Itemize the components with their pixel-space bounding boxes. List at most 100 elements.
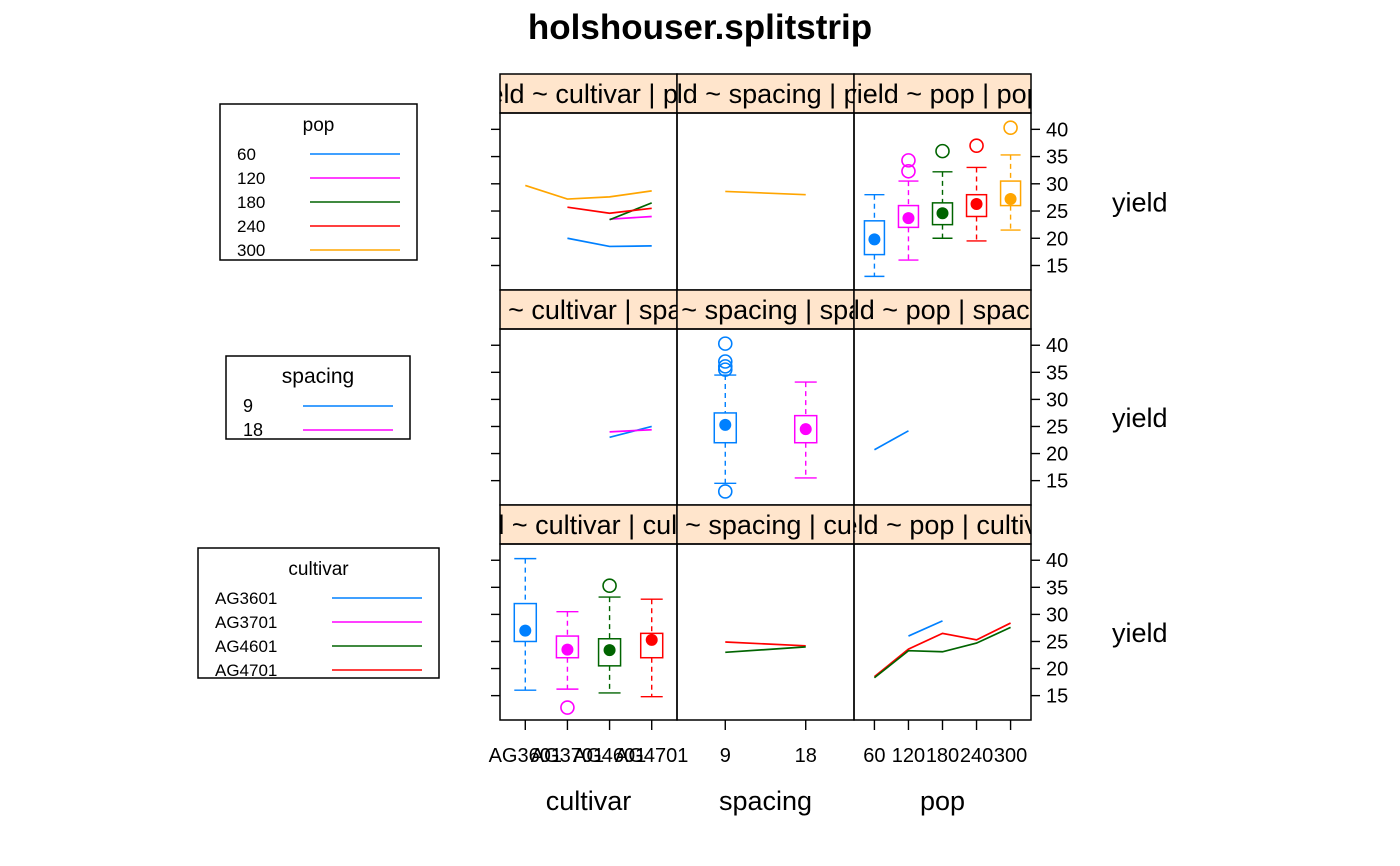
legend-entry-label: AG3701: [215, 613, 277, 632]
legend-entry-label: 60: [237, 145, 256, 164]
x-tick-label: 120: [892, 745, 925, 767]
legend-entry-label: AG4701: [215, 661, 277, 680]
outlier-point: [969, 138, 984, 153]
strip-background: [499, 504, 678, 545]
y-tick-label: 30: [1046, 174, 1068, 196]
legend-entry-label: 300: [237, 241, 265, 260]
panel-frame: [853, 328, 1032, 506]
y-tick-label: 35: [1046, 577, 1068, 599]
series-line-AG3601: [908, 620, 943, 637]
series-line-240: [567, 206, 652, 215]
box-body: [713, 412, 738, 444]
panel-cultivar-pop: yield ~ pop | cultivar: [823, 504, 1062, 721]
box-9: [713, 336, 738, 499]
y-tick-label: 15: [1046, 471, 1068, 493]
series-line-120: [609, 215, 652, 221]
strip-label: yield ~ pop | spacing: [819, 295, 1065, 325]
median-dot: [1004, 193, 1017, 206]
outlier-point: [560, 700, 575, 715]
panel-pop-cultivar: yield ~ cultivar | pop: [499, 73, 678, 291]
chart-title: holshouser.splitstrip: [527, 8, 873, 47]
x-tick-label: AG3601: [489, 745, 562, 767]
strip-background: [676, 73, 855, 114]
outlier-point: [717, 336, 733, 351]
series-line-300: [525, 184, 652, 200]
panel-marks: [513, 557, 664, 715]
y-tick-label: 20: [1046, 444, 1068, 466]
y-tick-label: 40: [1046, 119, 1068, 141]
legend-entry-label: AG4601: [215, 637, 277, 656]
legend-title: pop: [303, 115, 335, 136]
y-tick-label: 40: [1046, 550, 1068, 572]
legend-entry-label: AG3601: [215, 589, 277, 608]
panel-cultivar-cultivar: yield ~ cultivar | cultivar: [449, 504, 728, 721]
box-AG3701: [555, 610, 580, 715]
median-dot: [868, 233, 881, 246]
x-axis-label: cultivar: [546, 786, 632, 816]
panel-marks: [725, 641, 806, 654]
x-tick-label: 9: [720, 745, 731, 767]
x-tick-label: 240: [960, 745, 993, 767]
outlier-point: [602, 578, 617, 593]
y-tick-label: 20: [1046, 659, 1068, 681]
panel-marks: [725, 190, 806, 196]
series-line-300: [725, 190, 806, 196]
y-tick-label: 40: [1046, 335, 1068, 357]
legend-title: spacing: [282, 365, 354, 388]
series-line-AG4601: [873, 626, 1011, 679]
strip-label: yield ~ cultivar | cultivar: [449, 510, 728, 540]
legend-entry-label: 18: [243, 420, 263, 440]
x-tick-label: 300: [994, 745, 1027, 767]
median-dot: [936, 207, 949, 220]
strip-label: yield ~ spacing | cultivar: [622, 510, 909, 540]
outlier-point: [717, 359, 733, 374]
outlier-point: [717, 484, 733, 499]
outlier-point: [901, 153, 916, 168]
box-180: [931, 143, 954, 239]
outlier-point: [901, 163, 916, 179]
legend-box: [197, 547, 440, 679]
series-line-9: [874, 430, 909, 451]
box-AG4601: [597, 578, 622, 694]
box-120: [897, 153, 920, 261]
y-tick-label: 15: [1046, 686, 1068, 708]
panel-frame: [853, 543, 1032, 721]
outlier-point: [717, 354, 733, 369]
panel-marks: [713, 336, 818, 499]
panel-marks: [873, 620, 1011, 679]
legend-box: [219, 103, 418, 261]
median-dot: [799, 423, 812, 436]
x-tick-label: AG4601: [573, 745, 646, 767]
strip-label-clip: yield ~ pop | pop: [854, 79, 1031, 109]
box-300: [999, 120, 1022, 231]
legend-title: cultivar: [288, 559, 349, 580]
legend-entry-label: 120: [237, 169, 265, 188]
x-tick-label: 180: [926, 745, 959, 767]
strip-label: yield ~ pop | cultivar: [823, 510, 1062, 540]
x-axis-label: pop: [920, 786, 965, 816]
strip-background: [499, 289, 678, 330]
y-tick-label: 35: [1046, 362, 1068, 384]
series-line-9: [609, 425, 652, 439]
box-18: [793, 381, 818, 479]
box-body: [597, 638, 622, 667]
strip-label: yield ~ spacing | spacing: [618, 295, 912, 325]
panel-marks: [863, 120, 1022, 278]
y-tick-label: 25: [1046, 416, 1068, 438]
panel-frame: [676, 543, 855, 721]
panel-marks: [874, 430, 909, 451]
median-dot: [902, 212, 915, 225]
series-line-AG4701: [725, 641, 806, 647]
y-axis-label: yield: [1112, 188, 1168, 218]
legend-entry-label: 180: [237, 193, 265, 212]
box-body: [863, 220, 886, 256]
strip-label-clip: yield ~ cultivar | cultivar: [449, 510, 728, 540]
panel-frame: [676, 328, 855, 506]
legend-box: [225, 355, 411, 440]
box-AG4701: [639, 598, 664, 698]
panel-pop-spacing: yield ~ spacing | pop: [676, 73, 855, 291]
median-dot: [603, 644, 616, 657]
strip-background: [853, 73, 1032, 114]
y-tick-label: 30: [1046, 604, 1068, 626]
